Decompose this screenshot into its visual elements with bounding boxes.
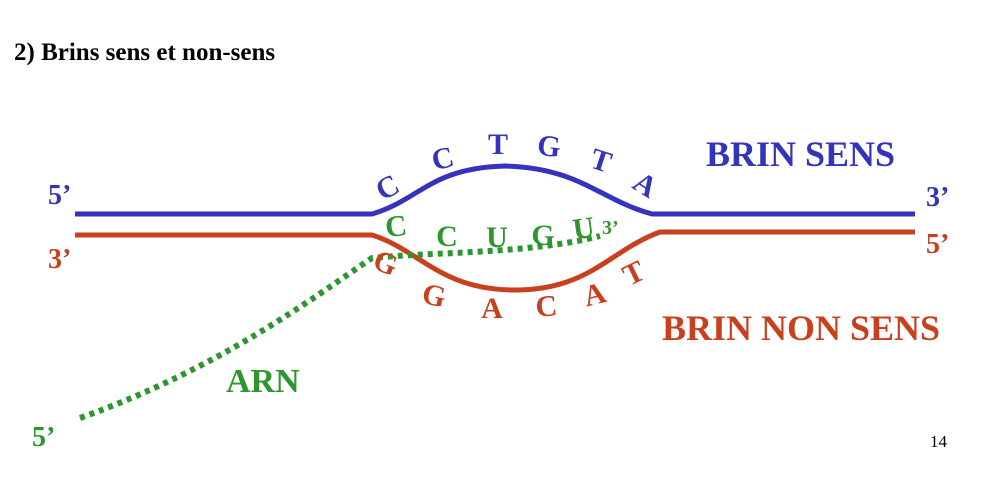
rna-base: U [571,211,597,247]
slide-title: 2) Brins sens et non-sens [14,39,275,66]
rna-end-start: 5’ [32,422,55,453]
sense-strand-line [75,163,915,217]
antisense-strand-line [75,229,915,293]
sense-end-right: 3’ [926,182,949,213]
sense-base: T [586,142,615,180]
antisense-base: G [419,277,449,314]
sense-base: A [627,165,663,205]
antisense-base: A [481,292,503,325]
antisense-strand-label: BRIN NON SENS [662,308,940,348]
rna-base: G [531,219,554,252]
antisense-base: A [580,276,609,313]
antisense-base: C [534,289,558,323]
rna-bases: C C U G U [384,209,597,254]
antisense-base: G [369,244,403,283]
rna-label: ARN [226,363,300,400]
rna-base: C [436,220,458,253]
page-number: 14 [930,432,948,451]
sense-base: T [488,128,508,161]
sense-base: G [536,129,563,164]
rna-end-tip: 3’ [602,217,619,239]
antisense-end-left: 3’ [48,244,71,275]
sense-strand-label: BRIN SENS [706,134,895,174]
antisense-base: T [618,254,650,292]
sense-end-left: 5’ [48,180,71,211]
rna-strand-line [78,233,601,421]
rna-base: C [384,209,409,244]
sense-base: C [428,140,457,177]
antisense-end-right: 5’ [926,229,949,260]
rna-base: U [486,221,508,254]
